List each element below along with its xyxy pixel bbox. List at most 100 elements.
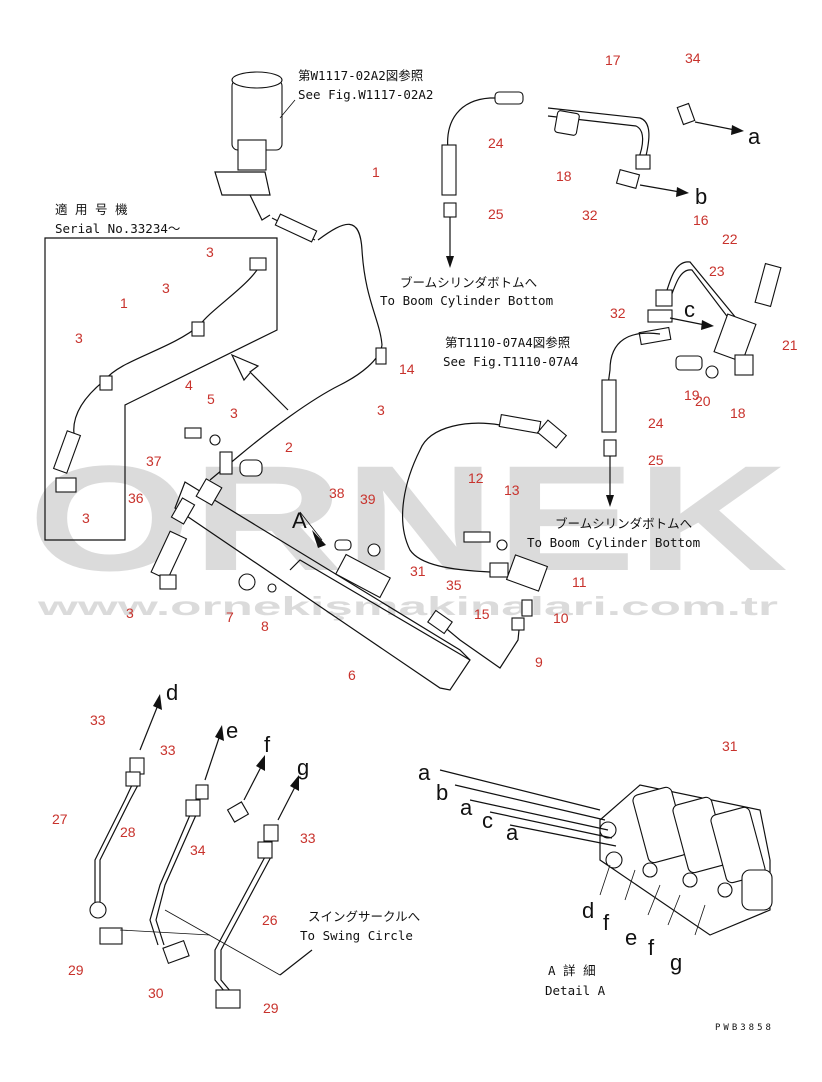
callout-1b: 1 — [120, 295, 128, 311]
applic-jp: 適 用 号 機 — [55, 202, 128, 217]
hose-1-inset — [73, 264, 261, 441]
bracket-6 — [174, 481, 471, 691]
callout-29b: 29 — [263, 1000, 279, 1016]
callout-35: 35 — [446, 577, 462, 593]
callout-22: 22 — [722, 231, 738, 247]
callout-39: 39 — [360, 491, 376, 507]
callout-30: 30 — [148, 985, 164, 1001]
letter-b-top: b — [695, 184, 707, 209]
letter-dd: d — [582, 898, 594, 923]
callout-27: 27 — [52, 811, 68, 827]
callout-6: 6 — [348, 667, 356, 683]
callout-13: 13 — [504, 482, 520, 498]
callout-3b: 3 — [162, 280, 170, 296]
callout-3e: 3 — [377, 402, 385, 418]
callout-1a: 1 — [372, 164, 380, 180]
callout-36: 36 — [128, 490, 144, 506]
hose-28 — [149, 814, 191, 946]
motor-assembly — [214, 71, 383, 346]
direction-arrow — [230, 353, 289, 411]
letter-da-3: a — [506, 820, 519, 845]
callout-25a: 25 — [488, 206, 504, 222]
callout-29a: 29 — [68, 962, 84, 978]
callout-4: 4 — [185, 377, 193, 393]
callout-14: 14 — [399, 361, 415, 377]
callout-17: 17 — [605, 52, 621, 68]
boom1-jp: ブームシリンダボトムへ — [400, 275, 537, 290]
detail-a-valve — [599, 784, 773, 936]
callout-32b: 32 — [610, 305, 626, 321]
callout-3a: 3 — [206, 244, 214, 260]
ref2-en: See Fig.T1110-07A4 — [443, 354, 578, 369]
boom2-jp: ブームシリンダボトムへ — [555, 516, 692, 531]
view-mark-a: A — [292, 508, 307, 533]
callout-34a: 34 — [685, 50, 701, 66]
callout-19: 19 — [684, 387, 700, 403]
ref1-en: See Fig.W1117-02A2 — [298, 87, 433, 102]
callout-24b: 24 — [648, 415, 664, 431]
swing-en: To Swing Circle — [300, 928, 413, 943]
applic-en: Serial No.33234～ — [55, 221, 180, 236]
boom2-en: To Boom Cylinder Bottom — [527, 535, 700, 550]
letter-df-2: f — [648, 935, 655, 960]
callout-16: 16 — [693, 212, 709, 228]
callout-18a: 18 — [556, 168, 572, 184]
callout-23: 23 — [709, 263, 725, 279]
swing-jp: スイングサークルへ — [308, 909, 420, 924]
hose-1 — [209, 344, 383, 481]
callout-26: 26 — [262, 912, 278, 928]
letter-df-1: f — [603, 910, 610, 935]
callout-9: 9 — [535, 654, 543, 670]
letter-da-1: a — [418, 760, 431, 785]
callout-25b: 25 — [648, 452, 664, 468]
callout-21: 21 — [782, 337, 798, 353]
letter-da-2: a — [460, 795, 473, 820]
callout-3f: 3 — [230, 405, 238, 421]
callout-31a: 31 — [410, 563, 426, 579]
callout-37: 37 — [146, 453, 162, 469]
callout-33b: 33 — [160, 742, 176, 758]
callout-34b: 34 — [190, 842, 206, 858]
callout-24a: 24 — [488, 135, 504, 151]
letter-dc-1: c — [482, 808, 493, 833]
callout-33a: 33 — [90, 712, 106, 728]
letter-d-up: d — [166, 680, 178, 705]
callout-32a: 32 — [582, 207, 598, 223]
watermark-url: www.ornekişmakinalari.com.tr — [36, 591, 778, 621]
hose-17 — [447, 97, 500, 151]
letter-c-top: c — [684, 297, 695, 322]
boom1-en: To Boom Cylinder Bottom — [380, 293, 553, 308]
letter-de: e — [625, 925, 637, 950]
callout-3g: 3 — [126, 605, 134, 621]
letter-db-1: b — [436, 780, 448, 805]
letter-dg: g — [670, 950, 682, 975]
ref2-jp: 第T1110-07A4図参照 — [445, 335, 570, 350]
callout-7: 7 — [226, 609, 234, 625]
callout-33c: 33 — [300, 830, 316, 846]
callout-12: 12 — [468, 470, 484, 486]
detail-en: Detail A — [545, 983, 606, 998]
letter-e-up: e — [226, 718, 238, 743]
ref1-jp: 第W1117-02A2図参照 — [298, 68, 423, 83]
hose-14 — [401, 422, 501, 573]
hose-26 — [214, 854, 267, 993]
letter-g-up: g — [297, 755, 309, 780]
letter-a-top: a — [748, 124, 761, 149]
callout-8: 8 — [261, 618, 269, 634]
letter-f-up: f — [264, 732, 271, 757]
callout-3c: 3 — [75, 330, 83, 346]
callout-20: 20 — [695, 393, 711, 409]
callout-10: 10 — [553, 610, 569, 626]
leader — [279, 99, 296, 119]
callout-5: 5 — [207, 391, 215, 407]
callout-15: 15 — [474, 606, 490, 622]
hose-27 — [94, 784, 133, 905]
applicability-frame — [44, 237, 278, 541]
callout-3d: 3 — [82, 510, 90, 526]
callout-11: 11 — [572, 574, 587, 590]
valve-31 — [335, 553, 391, 599]
callout-28: 28 — [120, 824, 136, 840]
callout-2: 2 — [285, 439, 293, 455]
callout-31b: 31 — [722, 738, 738, 754]
